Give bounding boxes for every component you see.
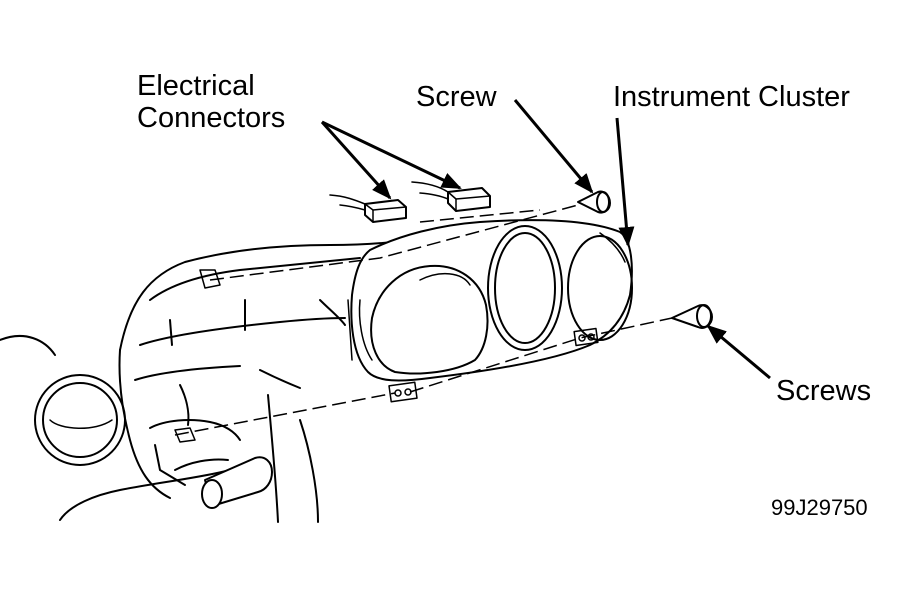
arrow-connector-right xyxy=(321,120,462,190)
instrument-cluster-unit xyxy=(347,219,633,403)
arrow-screws xyxy=(706,324,771,380)
label-screw: Screw xyxy=(416,81,497,113)
alignment-lines xyxy=(174,204,673,436)
label-connectors: Connectors xyxy=(137,102,286,134)
steering-column xyxy=(174,456,273,509)
electrical-connector-left xyxy=(329,194,407,223)
electrical-connector-right xyxy=(411,181,491,212)
label-instrument-cluster: Instrument Cluster xyxy=(613,81,850,113)
label-electrical: Electrical xyxy=(137,70,255,102)
arrow-instrument-cluster xyxy=(615,117,635,247)
arrow-connector-left xyxy=(320,120,392,200)
arrow-screw xyxy=(513,99,594,194)
screw-right xyxy=(671,304,713,329)
dashboard-panel xyxy=(59,231,451,523)
leader-arrows xyxy=(320,99,771,380)
screw-top xyxy=(577,190,611,214)
label-screws: Screws xyxy=(776,375,872,407)
figure-id: 99J29750 xyxy=(771,495,868,520)
air-vent xyxy=(0,335,126,466)
